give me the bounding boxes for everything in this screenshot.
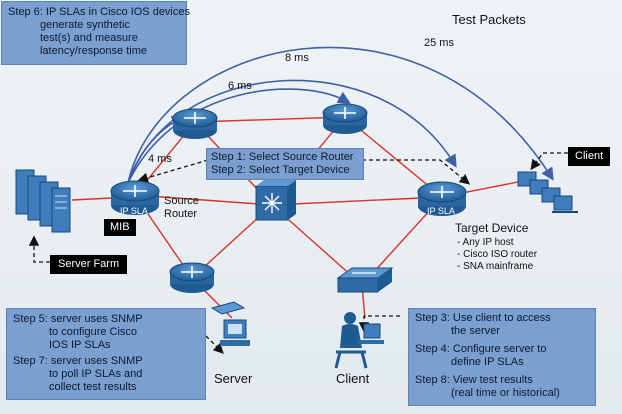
server-farm-tag: Server Farm bbox=[50, 255, 128, 274]
step4-line-1: Step 4: Configure server to bbox=[415, 343, 547, 355]
step1-text: Step 1: Select Source Router bbox=[211, 151, 354, 163]
workgroup-switch bbox=[336, 267, 394, 293]
dashed-leaders bbox=[28, 152, 568, 354]
server-label: Server bbox=[214, 371, 253, 386]
target-device-label: Target Device bbox=[455, 221, 529, 235]
target-device-list: - Any IP host - Cisco ISO router - SNA m… bbox=[457, 237, 537, 273]
target-item-router: - Cisco ISO router bbox=[457, 249, 538, 260]
steps-5-7-callout: Step 5: server uses SNMP to configure Ci… bbox=[6, 308, 206, 400]
target-ip-sla-badge: IP SLA bbox=[427, 206, 455, 216]
step6-line-1: Step 6: IP SLAs in Cisco IOS devices bbox=[8, 6, 190, 18]
latency-4ms-label: 4 ms bbox=[148, 153, 172, 165]
latency-8ms-label: 8 ms bbox=[285, 52, 309, 64]
source-router-label-line1: Source bbox=[164, 195, 199, 207]
step8-line-1: Step 8: View test results bbox=[415, 374, 533, 386]
step4-line-2: define IP SLAs bbox=[451, 356, 524, 368]
step7-line-1: Step 7: server uses SNMP bbox=[13, 355, 143, 367]
step8-line-2: (real time or historical) bbox=[451, 387, 560, 399]
step6-line-4: latency/response time bbox=[40, 45, 147, 57]
source-router-label-line2: Router bbox=[164, 208, 198, 220]
target-router bbox=[417, 181, 467, 216]
steps-1-2-callout: Step 1: Select Source Router Step 2: Sel… bbox=[206, 148, 364, 180]
source-router-label: Source Router bbox=[164, 195, 199, 221]
step5-line-1: Step 5: server uses SNMP bbox=[13, 313, 143, 325]
steps-3-4-8-callout: Step 3: Use client to access the server … bbox=[408, 308, 596, 406]
step3-line-2: the server bbox=[451, 325, 500, 337]
test-packet-arrows bbox=[127, 46, 554, 184]
client-user-icon bbox=[334, 312, 384, 369]
client-label: Client bbox=[336, 371, 370, 386]
test-packets-label: Test Packets bbox=[452, 12, 526, 27]
latency-25ms-label: 25 ms bbox=[424, 37, 454, 49]
router-top-left bbox=[172, 108, 218, 139]
step7-line-3: collect test results bbox=[49, 381, 137, 393]
step6-line-3: test(s) and measure bbox=[40, 32, 138, 44]
step3-line-1: Step 3: Use client to access bbox=[415, 312, 551, 324]
core-switch bbox=[255, 180, 296, 221]
source-ip-sla-badge: IP SLA bbox=[120, 206, 148, 216]
step5-line-2: to configure Cisco bbox=[49, 326, 138, 338]
client-tag: Client bbox=[568, 147, 611, 166]
step2-text: Step 2: Select Target Device bbox=[211, 164, 350, 176]
router-top-right bbox=[322, 103, 368, 134]
mib-tag: MIB bbox=[104, 219, 136, 236]
step7-line-2: to poll IP SLAs and bbox=[49, 368, 143, 380]
target-item-mainframe: - SNA mainframe bbox=[457, 261, 534, 272]
server-farm-icon bbox=[15, 169, 71, 233]
source-router bbox=[110, 180, 160, 215]
step6-line-2: generate synthetic bbox=[40, 19, 130, 31]
client-pcs-icon bbox=[517, 171, 578, 213]
router-bottom-left bbox=[169, 262, 215, 293]
target-item-ip-host: - Any IP host bbox=[457, 237, 514, 248]
step5-line-3: IOS IP SLAs bbox=[49, 339, 111, 351]
step6-callout: Step 6: IP SLAs in Cisco IOS devices gen… bbox=[1, 1, 190, 65]
server-workstation-icon bbox=[210, 301, 250, 346]
latency-6ms-label: 6 ms bbox=[228, 80, 252, 92]
